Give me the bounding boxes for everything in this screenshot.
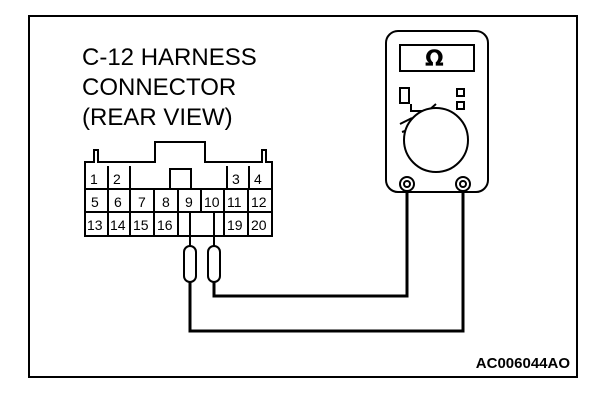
pin-label: 19	[227, 217, 243, 233]
meter-display	[399, 44, 475, 72]
test-probes	[183, 212, 221, 283]
pin-label: 13	[87, 217, 103, 233]
test-lead	[212, 191, 409, 298]
ohm-icon: Ω	[425, 47, 444, 72]
pin-label: 20	[251, 217, 267, 233]
ohmmeter	[385, 30, 489, 193]
test-lead	[188, 191, 465, 333]
pin-label: 11	[227, 194, 242, 210]
harness-connector	[84, 141, 273, 237]
connector-pin-labels: 1 2 3 4 5 6 7 8 9 10 11 12 13 14 15 16 1…	[87, 171, 267, 233]
figure-code: AC006044AO	[475, 355, 570, 372]
pin-label: 3	[232, 171, 240, 187]
connector-caption-line-3: (REAR VIEW)	[82, 104, 233, 131]
pin-label: 12	[251, 194, 267, 210]
connector-caption-line-2: CONNECTOR	[82, 74, 237, 101]
pin-label: 6	[114, 194, 122, 210]
pin-label: 5	[91, 194, 99, 210]
probe-body	[207, 245, 221, 283]
pin-label: 9	[185, 194, 193, 210]
diagram-frame	[28, 15, 578, 378]
connector-caption-line-1: C-12 HARNESS	[82, 44, 257, 71]
pin-label: 14	[110, 217, 126, 233]
probe-body	[183, 245, 197, 283]
test-leads	[188, 191, 465, 333]
pin-label: 16	[157, 217, 173, 233]
pin-label: 15	[133, 217, 149, 233]
pin-label: 4	[254, 171, 262, 187]
pin-label: 7	[138, 194, 146, 210]
pin-label: 1	[90, 171, 98, 187]
selector-dial	[403, 107, 469, 173]
pin-label: 2	[113, 171, 121, 187]
pin-label: 8	[162, 194, 170, 210]
pin-label: 10	[204, 194, 220, 210]
connector-key	[169, 168, 192, 190]
